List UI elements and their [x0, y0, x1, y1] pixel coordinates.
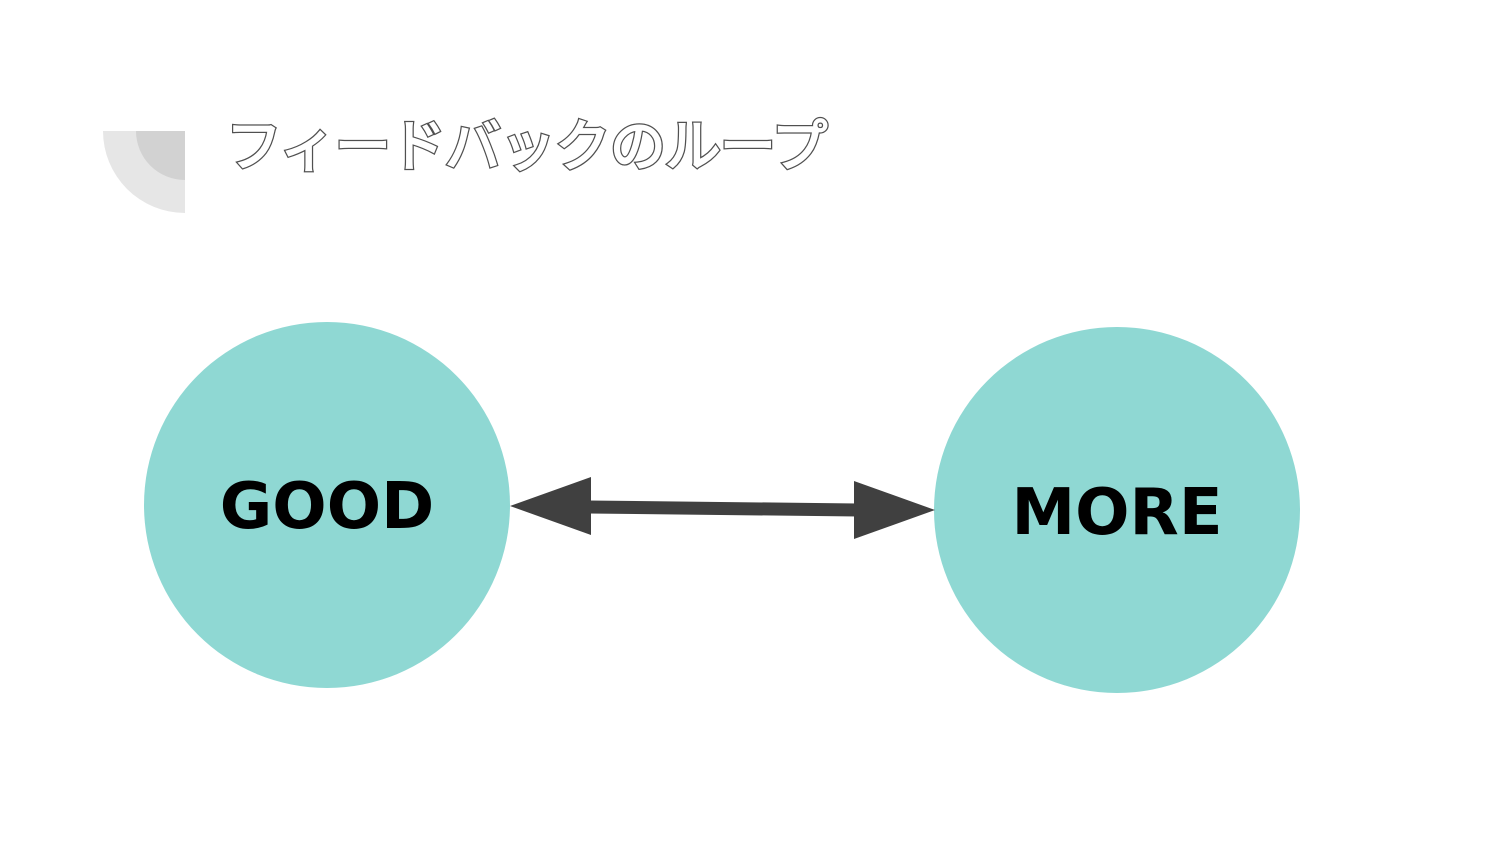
- arrow-head-right: [854, 481, 935, 539]
- node-good-label: GOOD: [220, 470, 434, 544]
- arrow-shaft: [587, 500, 859, 517]
- arrow-head-left: [510, 477, 591, 535]
- slide-title: フィードバックのループ: [225, 114, 829, 182]
- node-more-circle: [934, 327, 1300, 693]
- node-more-label: MORE: [1011, 476, 1222, 550]
- bidirectional-arrow: [510, 477, 935, 539]
- deco-inner-arc: [136, 131, 185, 180]
- quarter-circle-decoration-icon: [103, 131, 185, 213]
- node-good-circle: [144, 322, 510, 688]
